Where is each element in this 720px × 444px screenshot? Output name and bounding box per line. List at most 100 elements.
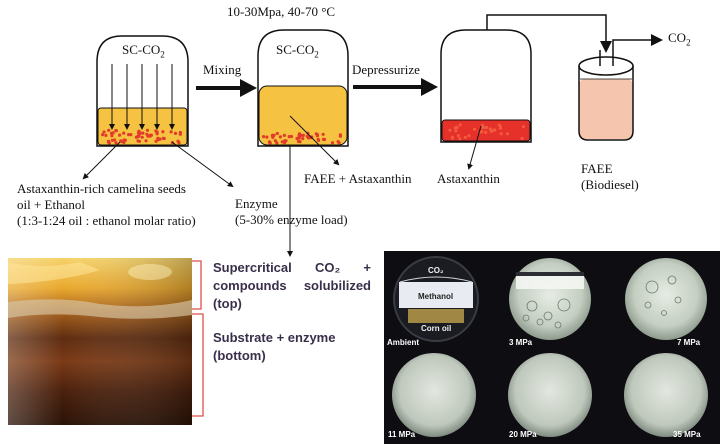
seed-dot (275, 131, 279, 136)
transfer-pipe (486, 14, 612, 53)
panel-label-35mpa: 35 MPa (673, 430, 701, 439)
seed-dot (463, 135, 467, 139)
seed-dot (114, 141, 118, 145)
seed-dot (301, 137, 305, 141)
panel-label-7mpa: 7 MPa (677, 338, 701, 347)
depressurize-arrow (353, 78, 438, 96)
seed-dot (126, 133, 131, 137)
seed-dot (145, 132, 149, 136)
seed-dot (173, 131, 178, 135)
vessel-2-label: SC-CO2 (276, 42, 319, 63)
seed-dot (454, 129, 458, 133)
enzyme-label-line-1: Enzyme (235, 196, 278, 211)
co2-outlet-pipe (612, 34, 663, 52)
vessel-1-seeds (101, 128, 182, 145)
seed-dot (455, 125, 459, 129)
seed-dot (498, 126, 502, 130)
seed-dot (107, 128, 111, 132)
phase-top-label: Supercritical CO₂ + compounds solubilize… (213, 259, 371, 313)
seed-dot (458, 137, 462, 141)
pressure-panels (384, 251, 720, 444)
depressurize-label: Depressurize (352, 62, 420, 77)
seed-dot (104, 133, 108, 137)
seed-dot (107, 141, 111, 145)
seed-dot (140, 135, 144, 139)
seed-dot (297, 135, 302, 139)
faee-astaxanthin-label: FAEE + Astaxanthin (304, 171, 412, 186)
seed-dot (161, 130, 165, 134)
feed-label-line-3: (1:3-1:24 oil : ethanol molar ratio) (17, 213, 196, 228)
pointer-lines (82, 115, 482, 257)
vessel-2-mix (258, 85, 348, 146)
mixing-label: Mixing (203, 62, 242, 77)
seed-dot (282, 133, 286, 137)
seed-dot (169, 130, 173, 134)
beaker-liquid (579, 79, 633, 139)
vessel-3 (440, 14, 612, 143)
ambient-corn-oil-label: Corn oil (421, 324, 452, 333)
ambient-co2-label: CO₂ (428, 266, 444, 275)
feed-label: Astaxanthin-rich camelina seeds oil + Et… (17, 181, 196, 229)
ambient-methanol-label: Methanol (418, 292, 454, 301)
panel-label-11mpa: 11 MPa (388, 430, 416, 439)
enzyme-label-line-2: (5-30% enzyme load) (235, 212, 348, 227)
faee-beaker (578, 34, 663, 141)
vessel-2-label-main: SC-CO (276, 42, 315, 57)
seed-dot (338, 134, 342, 138)
vessel-2-label-sub: 2 (314, 49, 319, 60)
vessel-1-label-sub: 2 (160, 49, 165, 60)
seed-dot (301, 133, 305, 137)
view-7mpa (625, 258, 707, 340)
view-3mpa (509, 258, 591, 340)
seed-dot (262, 135, 266, 139)
view-ambient (393, 256, 479, 342)
co2-out-label: CO2 (668, 30, 691, 51)
seed-dot (141, 131, 145, 135)
phase-top-line-1: Supercritical CO₂ + (213, 260, 371, 275)
vessel-1 (96, 35, 189, 147)
beaker-body (578, 66, 634, 141)
seed-dot (158, 137, 162, 141)
seed-dot (176, 139, 180, 143)
seed-dot (484, 125, 488, 130)
seed-dot (129, 133, 133, 137)
seed-dot (450, 136, 455, 140)
seed-dot (305, 134, 309, 138)
co2-out-main: CO (668, 30, 687, 45)
seed-dot (330, 141, 335, 145)
seed-dot (289, 134, 294, 139)
seed-dot (273, 139, 277, 143)
astaxanthin-label: Astaxanthin (437, 171, 500, 186)
vessel-1-label: SC-CO2 (122, 42, 165, 63)
seed-dot (110, 134, 114, 138)
seed-dot (272, 133, 276, 137)
seed-dot (137, 129, 141, 133)
seed-dot (119, 139, 123, 143)
seed-dot (144, 139, 148, 143)
seed-dot (148, 134, 152, 138)
seed-dot (467, 134, 471, 138)
conditions-label: 10-30Mpa, 40-70 °C (227, 4, 336, 19)
phase-bottom-line-1: Substrate + enzyme (213, 330, 336, 345)
panel-label-ambient: Ambient (387, 338, 419, 347)
vessel-2-seeds (262, 131, 342, 145)
enzyme-label: Enzyme (5-30% enzyme load) (235, 196, 348, 228)
seed-dot (122, 140, 126, 144)
mixing-arrow (196, 79, 257, 97)
seed-dot (265, 135, 269, 139)
seed-dot (161, 136, 165, 140)
seed-dot (155, 132, 159, 136)
vessel-1-arrows (109, 64, 175, 130)
seed-dot (321, 137, 326, 141)
bracket-top (192, 260, 202, 310)
faee-label-line-1: FAEE (581, 161, 613, 176)
seed-dot (111, 131, 115, 135)
seed-dot (321, 132, 325, 136)
feed-label-line-1: Astaxanthin-rich camelina seeds (17, 181, 186, 196)
phase-bottom-label: Substrate + enzyme (bottom) (213, 329, 335, 365)
seed-dot (102, 130, 106, 134)
seed-dot (448, 128, 452, 132)
faee-label-line-2: (Biodiesel) (581, 177, 639, 192)
seed-dot (178, 132, 182, 136)
